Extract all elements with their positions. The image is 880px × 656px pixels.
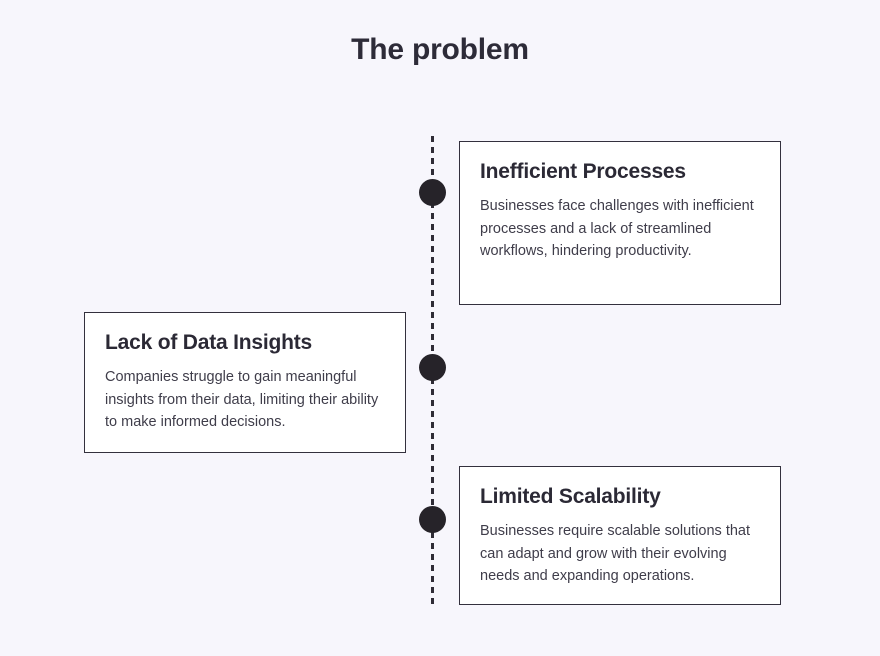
card-body: Businesses require scalable solutions th… [480,523,751,585]
timeline-dot-3 [419,506,446,533]
card-body: Companies struggle to gain meaningful in… [105,369,379,431]
card-title: Limited Scalability [480,485,661,508]
page-title: The problem [351,33,529,66]
card-body: Businesses face challenges with ineffici… [480,198,754,260]
timeline-dot-1 [419,179,446,206]
timeline-dot-2 [419,354,446,381]
problem-card-inefficient-processes[interactable]: Inefficient Processes Businesses face ch… [459,141,781,305]
card-title: Lack of Data Insights [105,331,313,354]
problem-card-lack-of-data-insights[interactable]: Lack of Data Insights Companies struggle… [84,312,406,453]
problem-card-limited-scalability[interactable]: Limited Scalability Businesses require s… [459,466,781,605]
card-title: Inefficient Processes [480,160,686,183]
